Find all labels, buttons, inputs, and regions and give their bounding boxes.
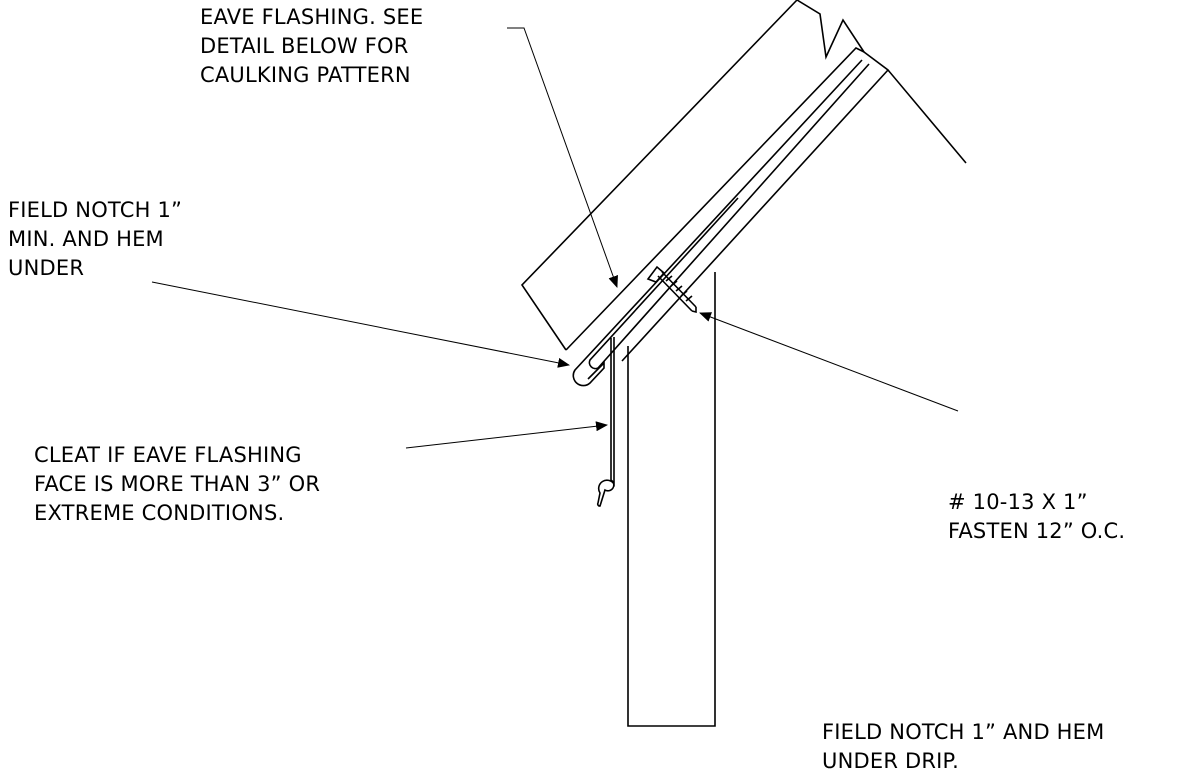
callout-line: # 10-13 X 1” <box>948 490 1088 514</box>
cleat-callout: CLEAT IF EAVE FLASHING FACE IS MORE THAN… <box>34 441 320 528</box>
leader-cleat <box>405 421 608 449</box>
callout-line: CAULKING PATTERN <box>200 63 411 87</box>
callout-line: FASTEN 12” O.C. <box>948 519 1126 543</box>
field-notch-callout: FIELD NOTCH 1” MIN. AND HEM UNDER <box>8 196 182 283</box>
fastener-callout: # 10-13 X 1” FASTEN 12” O.C. <box>948 488 1125 546</box>
leader-fastener <box>699 312 959 412</box>
eave-flashing-callout: EAVE FLASHING. SEE DETAIL BELOW FOR CAUL… <box>200 3 423 90</box>
callout-line: UNDER DRIP. <box>822 749 960 773</box>
eave-flashing-profile <box>572 59 870 387</box>
roof-panel <box>520 0 867 351</box>
fastener-screw <box>646 265 697 314</box>
fascia-board <box>627 272 716 727</box>
callout-line: CLEAT IF EAVE FLASHING <box>34 443 302 467</box>
callout-line: EAVE FLASHING. SEE <box>200 5 424 29</box>
cleat <box>596 337 615 507</box>
callout-line: FIELD NOTCH 1” <box>8 198 183 222</box>
leader-field-notch <box>151 281 570 368</box>
callout-line: FACE IS MORE THAN 3” OR <box>34 472 321 496</box>
callout-line: DETAIL BELOW FOR <box>200 34 409 58</box>
callout-line: UNDER <box>8 256 85 280</box>
callout-line: FIELD NOTCH 1” AND HEM <box>822 720 1105 744</box>
drip-callout: FIELD NOTCH 1” AND HEM UNDER DRIP. <box>822 718 1104 776</box>
roof-deck <box>621 51 967 362</box>
callout-line: MIN. AND HEM <box>8 227 164 251</box>
leader-eave-flashing <box>507 27 618 288</box>
callout-line: EXTREME CONDITIONS. <box>34 501 285 525</box>
